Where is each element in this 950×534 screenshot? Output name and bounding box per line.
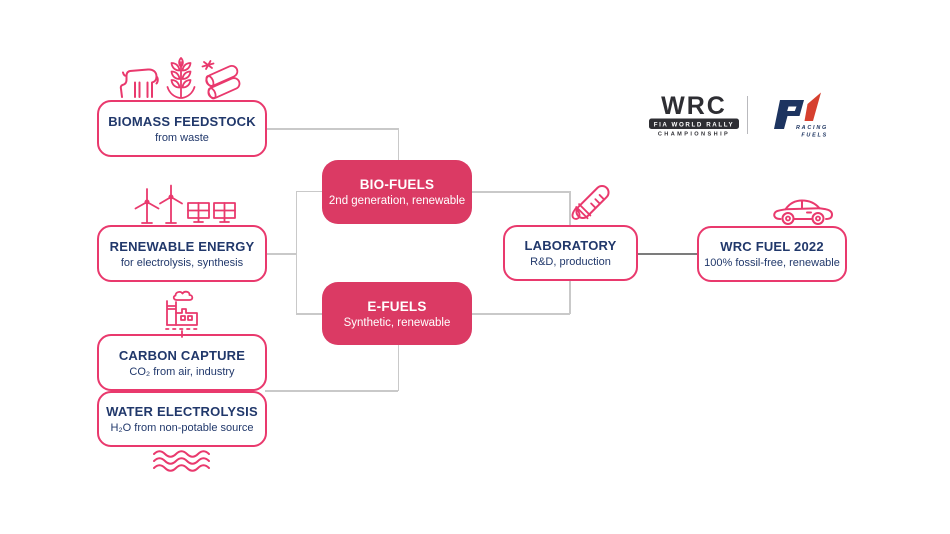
- node-title: WATER ELECTROLYSIS: [106, 404, 258, 419]
- node-wrc-fuel-2022: WRC FUEL 2022 100% fossil-free, renewabl…: [697, 226, 847, 282]
- node-title: BIO-FUELS: [359, 177, 435, 192]
- node-title: WRC FUEL 2022: [720, 239, 824, 254]
- car-icon: [773, 199, 833, 225]
- node-laboratory: LABORATORY R&D, production: [503, 225, 638, 281]
- water-icons: [148, 450, 218, 472]
- wind-turbine-icon: [134, 184, 183, 224]
- node-subtitle: for electrolysis, synthesis: [120, 256, 244, 269]
- wrc-logo: WRC FIA WORLD RALLY CHAMPIONSHIP: [648, 91, 740, 142]
- node-subtitle: 100% fossil-free, renewable: [704, 257, 840, 269]
- wrc-subline-text: CHAMPIONSHIP: [658, 132, 730, 138]
- node-e-fuels: E-FUELS Synthetic, renewable: [322, 282, 472, 345]
- node-subtitle: CO₂ from air, industry: [129, 365, 235, 378]
- connector-efuels-bottom-v: [397, 345, 399, 391]
- wrc-wordmark: WRC: [661, 92, 727, 120]
- connector-biofuels-out: [471, 191, 570, 193]
- node-subtitle: H₂O from non-potable source: [110, 422, 254, 434]
- p1-text-fuels: FUELS: [801, 133, 828, 139]
- waves-icon: [153, 450, 210, 472]
- node-renewable-energy: RENEWABLE ENERGY for electrolysis, synth…: [97, 225, 267, 282]
- node-subtitle: 2nd generation, renewable: [328, 195, 466, 207]
- node-biomass-feedstock: BIOMASS FEEDSTOCK from waste: [97, 100, 267, 157]
- connector-lab-to-fuel: [637, 253, 698, 255]
- connector-efuels-in: [296, 313, 323, 315]
- carbon-icons: [152, 289, 212, 338]
- node-title: CARBON CAPTURE: [118, 347, 246, 363]
- connector-renewable-h: [266, 253, 296, 255]
- connector-biofuels-in: [296, 190, 323, 192]
- node-subtitle: Synthetic, renewable: [343, 316, 451, 329]
- node-subtitle: R&D, production: [530, 256, 611, 268]
- logs-icon: [201, 60, 241, 100]
- laboratory-icons: [566, 184, 620, 232]
- connector-biomass-h: [266, 128, 398, 130]
- node-title: E-FUELS: [367, 298, 427, 314]
- node-water-electrolysis: WATER ELECTROLYSIS H₂O from non-potable …: [97, 391, 267, 447]
- test-tube-icon: [575, 184, 610, 220]
- wheat-icon: [166, 57, 196, 99]
- solar-panel-icon: [187, 202, 236, 223]
- connector-renewable-split-v: [295, 190, 297, 314]
- node-title: LABORATORY: [524, 238, 617, 253]
- wrc-badge-background: [649, 118, 739, 129]
- droplet-icon: [571, 207, 581, 220]
- renewable-icons: [126, 184, 238, 225]
- cow-icon: [119, 68, 159, 98]
- logo-divider: [747, 96, 748, 134]
- node-carbon-capture: CARBON CAPTURE CO₂ from air, industry: [97, 334, 267, 391]
- node-bio-fuels: BIO-FUELS 2nd generation, renewable: [322, 160, 472, 224]
- p1-letter-p: [774, 100, 804, 129]
- node-subtitle: from waste: [155, 131, 209, 144]
- p1-text-racing: RACING: [796, 125, 828, 131]
- node-title: BIOMASS FEEDSTOCK: [108, 113, 256, 129]
- biomass-icons: [118, 56, 248, 100]
- connector-biomass-v: [397, 128, 399, 161]
- connector-carbon-water-h: [265, 390, 398, 392]
- node-title: RENEWABLE ENERGY: [109, 238, 255, 254]
- p1-racing-fuels-logo: RACING FUELS: [766, 90, 832, 143]
- factory-icon: [165, 290, 199, 338]
- p1-numeral-1: [804, 92, 821, 121]
- connector-efuels-out: [471, 313, 570, 315]
- wrcfuel-icons: [771, 193, 835, 227]
- wrc-badge-text: FIA WORLD RALLY: [654, 122, 735, 129]
